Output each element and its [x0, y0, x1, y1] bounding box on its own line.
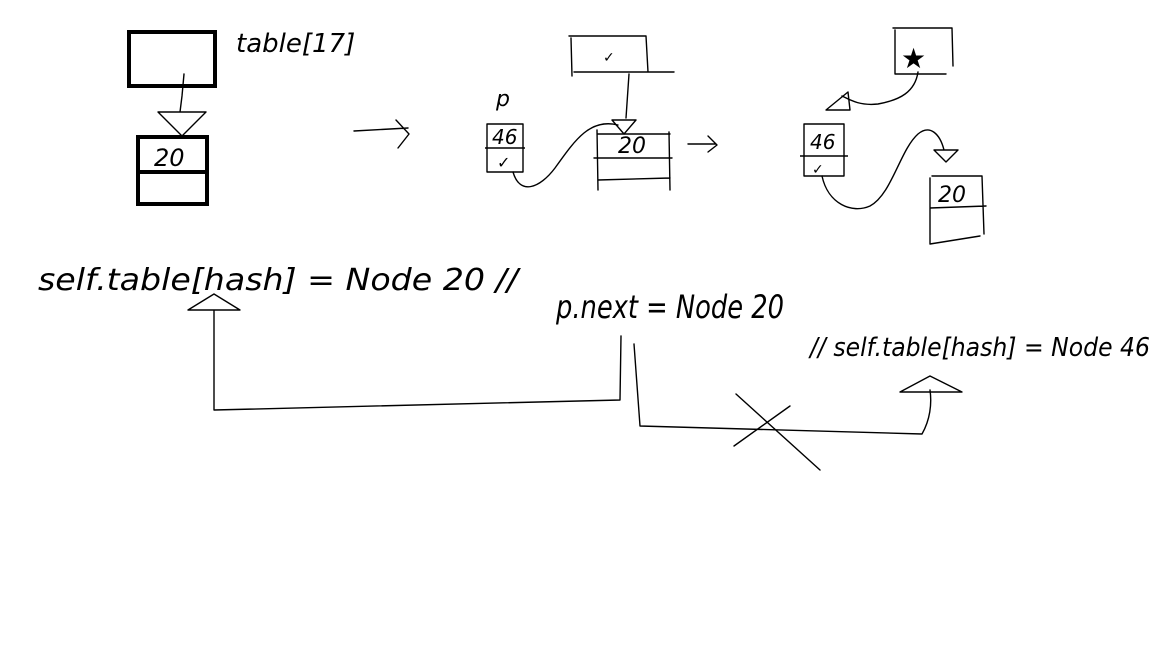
- step2-bucket-pointer: [611, 73, 637, 135]
- step3-node-a-box: [803, 123, 845, 177]
- step2-node-b-box: [593, 129, 673, 191]
- step2-link-curve: [512, 123, 619, 188]
- code-annotations: self.table[hash] = Node 20 // p.next = N…: [38, 263, 1150, 363]
- step2-node-a-mark: ✓: [497, 153, 510, 172]
- step3-bucket-pointer: [825, 71, 919, 111]
- step2-next-arrow: [687, 135, 718, 153]
- code-line-2: p.next = Node 20: [555, 288, 784, 326]
- step3-group: ★ 46 ✓ 20: [800, 27, 987, 245]
- step2-group: ✓ p 46 ✓ 20: [485, 35, 718, 191]
- step3-bucket-box: [892, 27, 954, 75]
- step3-node-b-value: 20: [938, 183, 966, 208]
- code-line-3: // self.table[hash] = Node 46: [808, 333, 1150, 363]
- step3-node-b-box: [929, 175, 987, 245]
- step2-bucket-box: [568, 35, 675, 77]
- step1-node-value: 20: [154, 144, 185, 172]
- step1-group: table[17] 20: [127, 29, 355, 206]
- step1-table-box: [127, 30, 217, 88]
- step2-node-a-value: 46: [492, 125, 517, 149]
- cross-out-mark: [733, 393, 821, 471]
- step3-link-curve: [821, 129, 959, 210]
- step2-node-b-value: 20: [618, 134, 646, 159]
- step1-table-label: table[17]: [236, 29, 355, 59]
- step3-node-a-value: 46: [810, 130, 835, 154]
- step3-bucket-mark: ★: [901, 42, 926, 75]
- step2-bucket-mark: ✓: [603, 50, 615, 66]
- code-line-1: self.table[hash] = Node 20 //: [38, 263, 521, 298]
- transition-arrow-1: [353, 119, 410, 149]
- reorder-arrow-left: [187, 293, 622, 411]
- reorder-arrow-right: [633, 343, 963, 435]
- step2-p-label: p: [495, 87, 510, 112]
- step1-pointer-arrow: [157, 73, 207, 137]
- step3-node-a-mark: ✓: [812, 162, 824, 178]
